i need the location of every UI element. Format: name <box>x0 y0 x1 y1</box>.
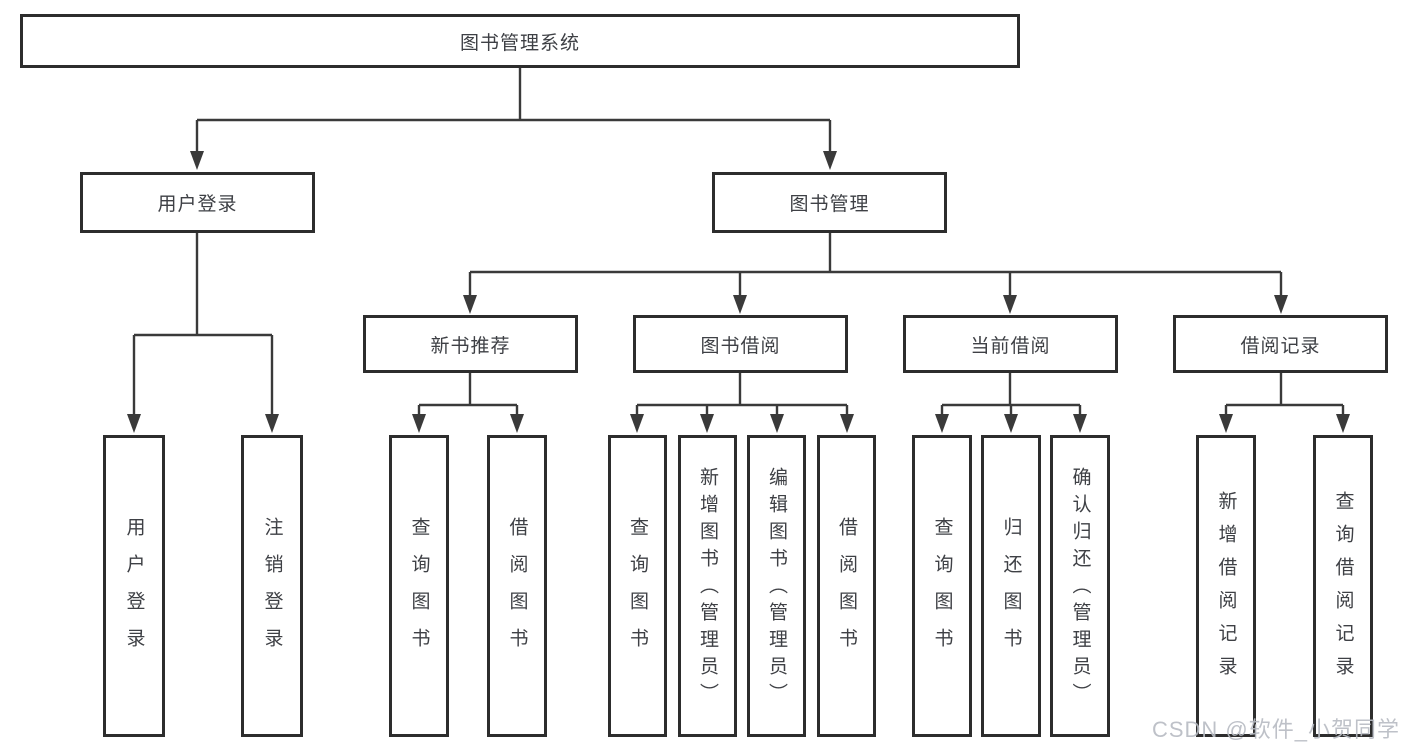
connector-borrow-to-leaves <box>635 373 849 416</box>
arrow-down-icon <box>840 414 854 433</box>
node-current-borrowing: 当前借阅 <box>903 315 1118 373</box>
node-new-book-recommend: 新书推荐 <box>363 315 578 373</box>
node-label: 图书管理 <box>789 194 870 215</box>
node-leaf-add-books-admin: 新增图书（管理员） <box>678 435 737 737</box>
node-leaf-return-books: 归还图书 <box>981 435 1041 737</box>
node-leaf-logout: 注销登录 <box>241 435 303 737</box>
node-label: 新增图书（管理员） <box>697 466 718 710</box>
node-label: 编辑图书（管理员） <box>766 466 787 710</box>
node-leaf-query-borrow-record: 查询借阅记录 <box>1313 435 1373 737</box>
node-leaf-borrow-books-1: 借阅图书 <box>487 435 547 737</box>
node-leaf-borrow-books-2: 借阅图书 <box>817 435 876 737</box>
node-label: 归还图书 <box>1000 516 1022 665</box>
arrow-down-icon <box>733 295 747 314</box>
node-leaf-query-books-1: 查询图书 <box>389 435 449 737</box>
arrow-down-icon <box>1336 414 1350 433</box>
node-leaf-user-login: 用户登录 <box>103 435 165 737</box>
arrow-down-icon <box>463 295 477 314</box>
node-label: 新书推荐 <box>430 335 511 357</box>
arrow-down-icon <box>823 151 837 170</box>
node-leaf-edit-books-admin: 编辑图书（管理员） <box>747 435 806 737</box>
node-label: 图书借阅 <box>700 335 781 357</box>
node-label: 借阅图书 <box>506 516 528 665</box>
connector-current-to-leaves <box>940 373 1082 416</box>
node-label: 新增借阅记录 <box>1215 490 1237 689</box>
node-label: 借阅图书 <box>836 516 857 665</box>
arrow-down-icon <box>1274 295 1288 314</box>
node-label: 当前借阅 <box>970 335 1051 357</box>
arrow-down-icon <box>770 414 784 433</box>
node-leaf-add-borrow-record: 新增借阅记录 <box>1196 435 1256 737</box>
arrow-down-icon <box>1004 414 1018 433</box>
connector-management-to-level3 <box>468 233 1283 296</box>
arrow-down-icon <box>1073 414 1087 433</box>
node-leaf-query-books-3: 查询图书 <box>912 435 972 737</box>
node-book-borrowing: 图书借阅 <box>633 315 848 373</box>
node-leaf-query-books-2: 查询图书 <box>608 435 667 737</box>
connector-root-to-level2 <box>195 68 832 152</box>
node-label: 查询图书 <box>931 516 953 665</box>
node-label: 注销登录 <box>261 516 283 665</box>
node-label: 确认归还（管理员） <box>1069 466 1091 710</box>
arrow-down-icon <box>1003 295 1017 314</box>
arrow-down-icon <box>935 414 949 433</box>
node-label: 用户登录 <box>123 516 145 665</box>
arrow-down-icon <box>127 414 141 433</box>
arrow-down-icon <box>700 414 714 433</box>
node-label: 借阅记录 <box>1240 335 1321 357</box>
csdn-watermark: CSDN @软件_小贺同学 <box>1151 717 1400 742</box>
node-label: 用户登录 <box>157 194 238 215</box>
node-borrowing-records: 借阅记录 <box>1173 315 1388 373</box>
arrow-down-icon <box>630 414 644 433</box>
arrow-down-icon <box>1219 414 1233 433</box>
node-book-management: 图书管理 <box>712 172 947 233</box>
node-label: 查询图书 <box>627 516 648 665</box>
node-library-management-system: 图书管理系统 <box>20 14 1020 68</box>
node-label: 图书管理系统 <box>459 32 580 54</box>
node-user-login: 用户登录 <box>80 172 315 233</box>
arrow-down-icon <box>265 414 279 433</box>
node-label: 查询图书 <box>408 516 430 665</box>
node-label: 查询借阅记录 <box>1332 490 1354 689</box>
connector-login-to-leaves <box>132 233 274 414</box>
node-leaf-confirm-return-admin: 确认归还（管理员） <box>1050 435 1110 737</box>
arrow-down-icon <box>510 414 524 433</box>
arrow-down-icon <box>190 151 204 170</box>
connector-recommend-to-leaves <box>417 373 519 416</box>
arrow-down-icon <box>412 414 426 433</box>
connector-records-to-leaves <box>1224 373 1345 416</box>
